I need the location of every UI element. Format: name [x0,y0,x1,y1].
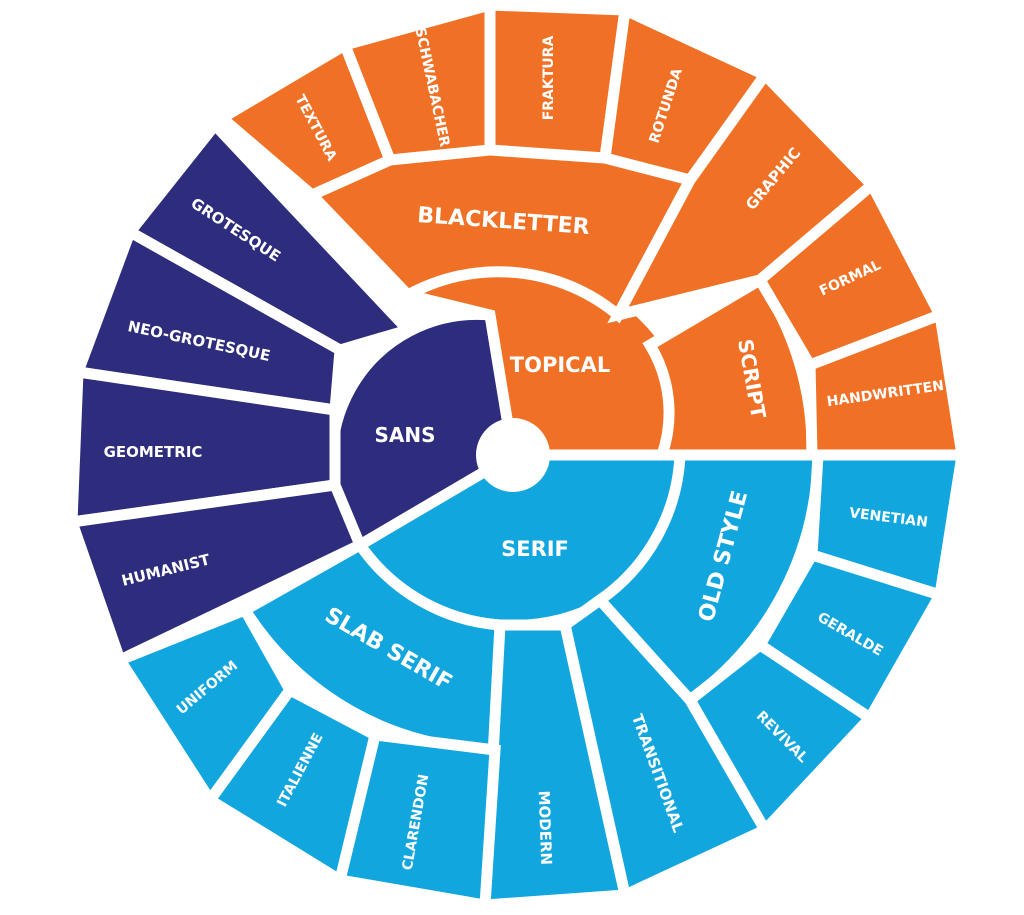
label-fraktura: FRAKTURA [541,36,557,121]
label-geometric: GEOMETRIC [104,443,203,461]
center-hub [476,418,550,492]
outer-wedge-uniform [111,603,297,810]
label-modern: MODERN [535,790,556,865]
label-topical: TOPICAL [510,353,610,377]
outer-wedge-transitional [558,592,773,903]
label-sans: SANS [374,423,435,447]
label-serif: SERIF [501,537,569,561]
